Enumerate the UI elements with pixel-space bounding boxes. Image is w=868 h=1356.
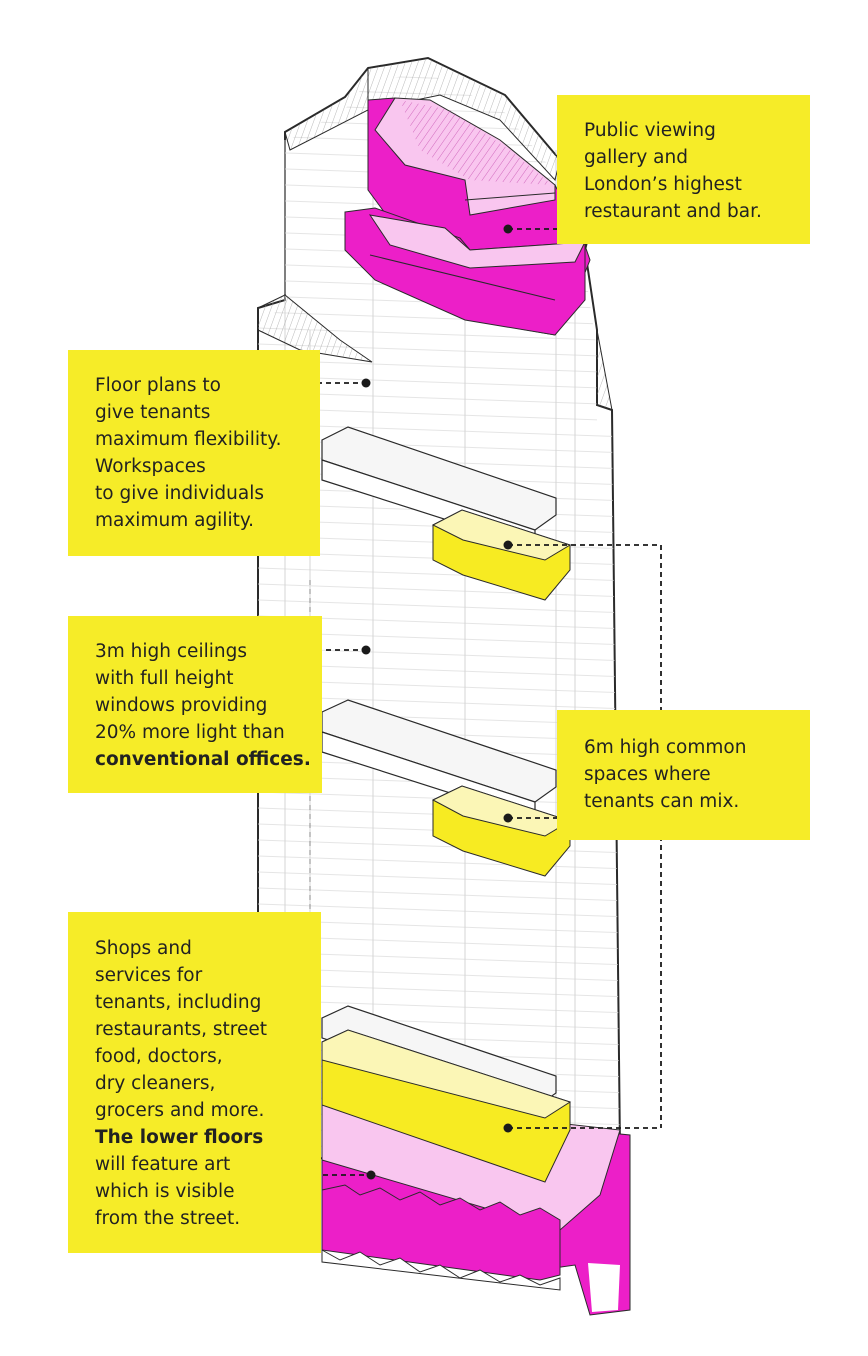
callout-floorplans-text: Floor plans to give tenants maximum flex… bbox=[95, 375, 282, 531]
callout-shops-text-after: will feature art which is visible from t… bbox=[95, 1154, 241, 1229]
common-space-volumes bbox=[431, 509, 572, 877]
dot-common-upper bbox=[503, 540, 513, 550]
callout-ceilings: 3m high ceilings with full height window… bbox=[68, 616, 322, 793]
podium-volumes bbox=[321, 1029, 631, 1316]
leader-dots bbox=[361, 224, 513, 1180]
dot-shops bbox=[366, 1170, 376, 1180]
dot-ceilings bbox=[361, 645, 371, 655]
callout-shops-text: Shops and services for tenants, includin… bbox=[95, 938, 267, 1121]
dot-podium bbox=[503, 1123, 513, 1133]
callout-ceilings-text: 3m high ceilings with full height window… bbox=[95, 641, 285, 743]
callout-shops-services: Shops and services for tenants, includin… bbox=[68, 912, 321, 1253]
tower-body bbox=[257, 56, 622, 1190]
callout-shops-bold: The lower floors bbox=[95, 1127, 264, 1148]
top-magenta-volume bbox=[344, 97, 591, 336]
dot-viewing bbox=[503, 224, 513, 234]
callout-floor-plans: Floor plans to give tenants maximum flex… bbox=[68, 350, 320, 556]
callout-ceilings-bold: conventional offices. bbox=[95, 749, 311, 770]
dot-floorplans bbox=[361, 378, 371, 388]
callout-viewing-text: Public viewing gallery and London’s high… bbox=[584, 120, 762, 222]
callout-common-text: 6m high common spaces where tenants can … bbox=[584, 737, 747, 812]
callout-common-spaces: 6m high common spaces where tenants can … bbox=[557, 710, 810, 840]
callout-viewing-gallery: Public viewing gallery and London’s high… bbox=[557, 95, 810, 244]
dot-common-lower bbox=[503, 813, 513, 823]
